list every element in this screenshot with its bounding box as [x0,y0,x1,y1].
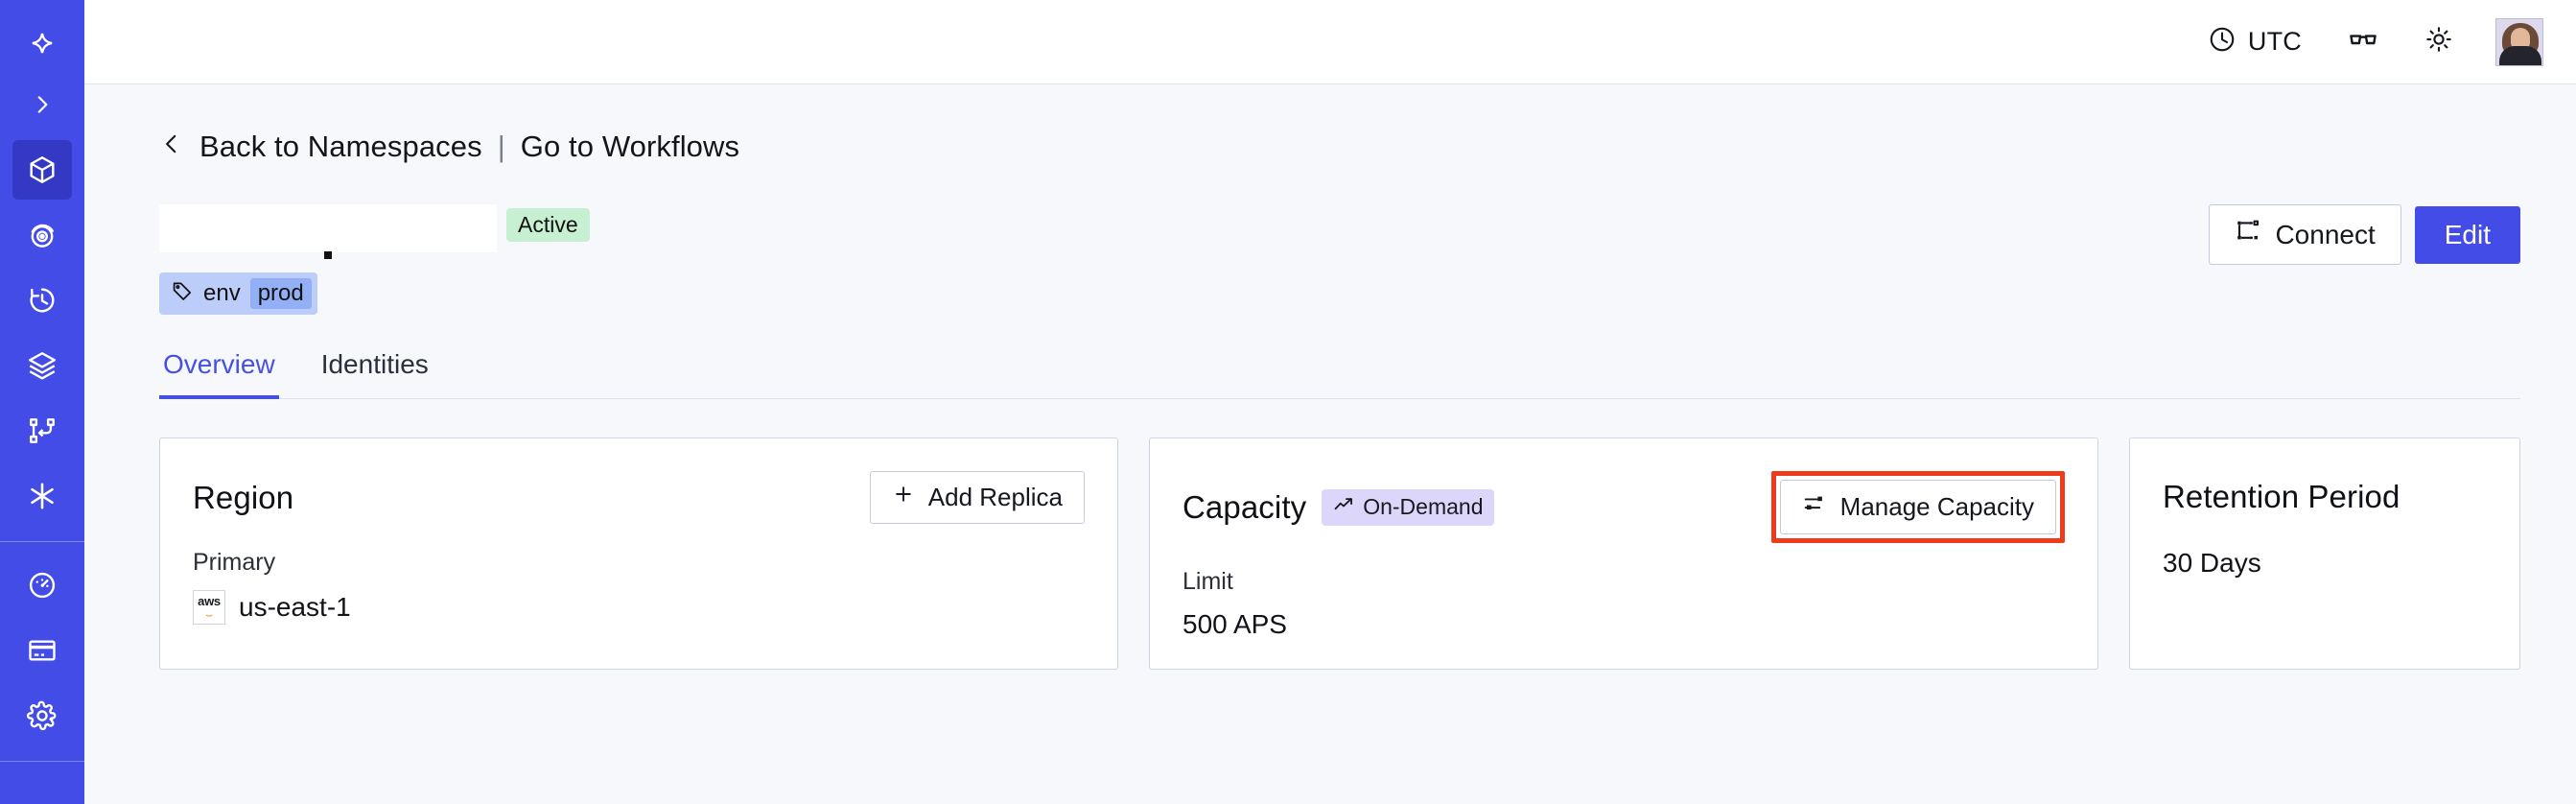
retention-value: 30 Days [2163,548,2261,578]
tag-key: env [203,280,241,306]
breadcrumb-divider: | [497,129,505,163]
capacity-card-action: Manage Capacity [1770,471,2065,543]
sidebar-item-usage[interactable] [12,556,72,615]
chevron-left-icon[interactable] [159,129,184,164]
avatar-body [2499,45,2541,65]
breadcrumb-back-link[interactable]: Back to Namespaces [199,129,482,163]
aws-logo-text: aws [198,593,221,608]
region-card-header: Region Add Replica [193,471,1085,524]
manage-capacity-highlight: Manage Capacity [1770,471,2065,543]
on-demand-badge-label: On-Demand [1363,494,1484,519]
breadcrumb: Back to Namespaces | Go to Workflows [159,129,2520,164]
page-actions: Connect Edit [2209,204,2520,265]
reading-mode-button[interactable] [2348,24,2378,59]
top-header: UTC [84,0,2576,84]
add-replica-label: Add Replica [927,483,1063,511]
tag-value: prod [249,278,312,309]
timezone-selector[interactable]: UTC [2208,25,2302,59]
edit-button-label: Edit [2444,219,2491,249]
sidebar-expand-button[interactable] [12,75,72,134]
capacity-card-header: Capacity On-Demand [1183,471,2065,543]
sidebar-item-settings[interactable] [12,686,72,745]
temporal-star-logo-icon [12,13,72,73]
page-title [159,204,497,259]
avatar-face [2511,27,2530,51]
sidebar-item-observability[interactable] [12,205,72,265]
breadcrumb-workflows-link[interactable]: Go to Workflows [520,129,740,163]
tag-chip-env[interactable]: env prod [159,272,317,315]
region-card-title: Region [193,479,294,515]
sidebar-item-namespaces[interactable] [12,140,72,200]
tag-icon [171,279,194,309]
manage-capacity-label: Manage Capacity [1839,492,2034,521]
capacity-card-title: Capacity [1183,488,1307,525]
region-primary-value: aws ⌣ us-east-1 [193,590,1085,625]
asterisk-icon [26,480,59,512]
region-value-text: us-east-1 [239,592,351,622]
region-card-action: Add Replica [869,471,1085,524]
layers-stack-icon [26,349,59,382]
connect-button[interactable]: Connect [2209,204,2401,265]
tab-identities[interactable]: Identities [320,349,429,379]
sidebar [0,0,84,804]
sidebar-item-workflows[interactable] [12,401,72,461]
sun-icon [2424,25,2453,59]
on-demand-badge: On-Demand [1322,488,1495,526]
sidebar-item-billing[interactable] [12,621,72,680]
sidebar-divider [0,541,84,542]
connect-icon [2235,218,2261,251]
gauge-icon [26,569,59,602]
retention-card-header: Retention Period [2163,471,2487,523]
git-branch-icon [27,415,58,446]
clock-icon [2208,25,2236,59]
tab-overview[interactable]: Overview [159,349,279,399]
tab-bar: Overview Identities [159,349,2520,399]
page-content: Back to Namespaces | Go to Workflows Act… [84,84,2576,804]
glasses-icon [2348,24,2378,59]
aws-logo-icon: aws ⌣ [193,590,225,625]
tag-list: env prod [159,272,2520,315]
gear-icon [26,699,59,732]
edit-button[interactable]: Edit [2414,205,2520,264]
trending-up-icon [1333,494,1354,521]
sidebar-divider-bottom [0,761,84,762]
sliders-icon [1802,491,1827,523]
page-title-row: Active [159,204,2520,265]
aws-logo-swoosh: ⌣ [204,606,214,622]
radar-eye-icon [26,219,59,251]
sidebar-item-nexus[interactable] [12,466,72,526]
connect-button-label: Connect [2275,219,2376,249]
retention-card: Retention Period 30 Days [2129,437,2520,670]
sidebar-bottom-group [12,556,72,751]
theme-toggle-button[interactable] [2424,25,2453,59]
add-replica-button[interactable]: Add Replica [869,471,1085,524]
credit-card-icon [26,634,59,667]
manage-capacity-button[interactable]: Manage Capacity [1779,480,2056,534]
overview-cards: Region Add Replica [159,437,2520,670]
main-area: UTC [84,0,2576,804]
sidebar-item-history[interactable] [12,271,72,330]
capacity-card: Capacity On-Demand [1149,437,2098,670]
title-redaction-mark [324,251,332,259]
plus-icon [892,483,915,512]
sidebar-item-layers[interactable] [12,336,72,395]
capacity-limit-label: Limit [1183,568,1233,595]
cube-icon [26,154,59,186]
region-card: Region Add Replica [159,437,1118,670]
timezone-label: UTC [2247,27,2302,56]
retention-card-title: Retention Period [2163,479,2400,514]
capacity-limit-value: 500 APS [1183,609,1287,639]
region-primary-label: Primary [193,549,276,576]
history-clock-icon [26,284,59,317]
status-badge: Active [506,208,590,242]
avatar[interactable] [2495,17,2543,66]
